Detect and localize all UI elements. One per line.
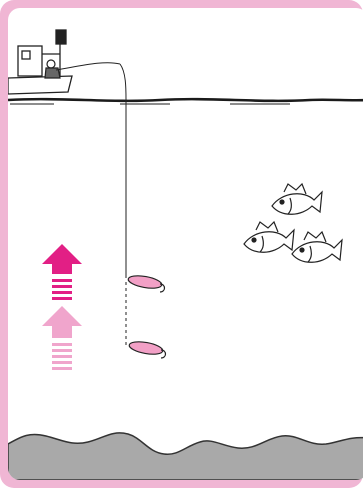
water-surface xyxy=(8,99,363,104)
fish-3 xyxy=(292,232,342,262)
fishing-boat xyxy=(8,30,72,94)
fishing-line xyxy=(56,63,126,346)
upward-arrow-light xyxy=(42,306,82,370)
angler xyxy=(45,60,60,78)
fish-1 xyxy=(272,184,322,214)
seabed xyxy=(8,433,363,480)
lure-lower xyxy=(128,340,165,358)
fish-school xyxy=(244,184,342,262)
lure-upper xyxy=(127,274,164,292)
fish-2 xyxy=(244,222,294,252)
upward-arrow-strong xyxy=(42,244,82,300)
